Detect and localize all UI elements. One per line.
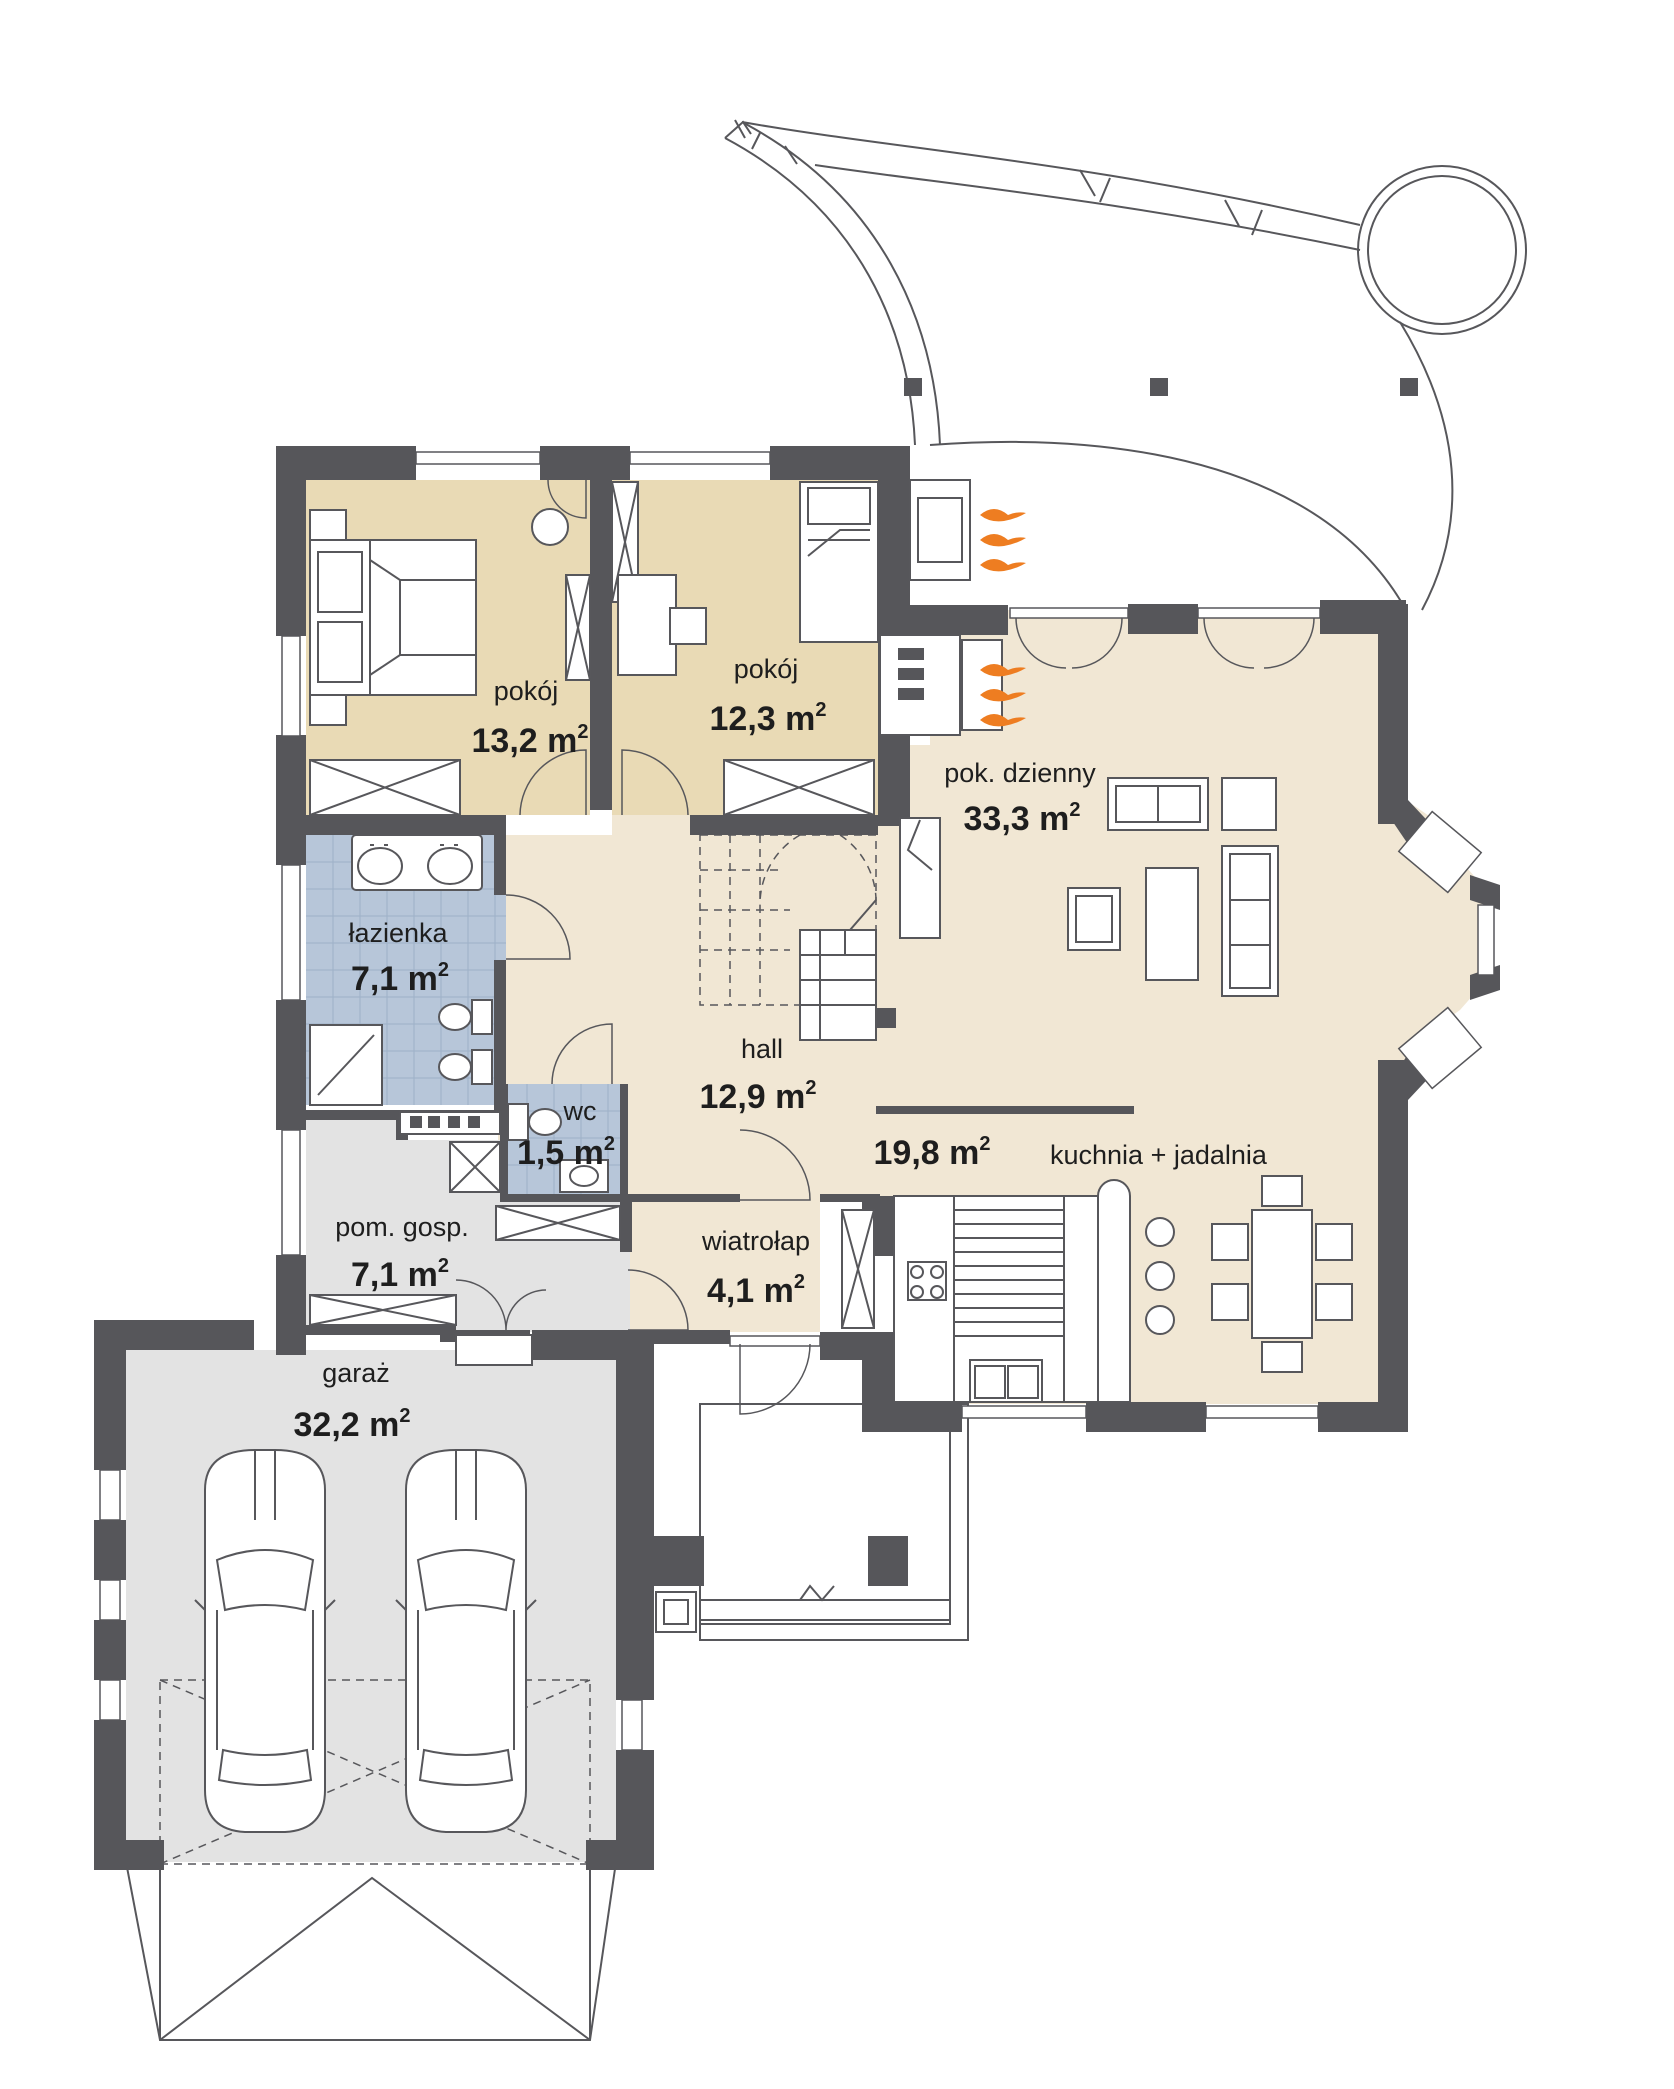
wc-fixtures — [507, 1103, 609, 1193]
doors — [455, 479, 1315, 1415]
room-name-hall: hall — [741, 1034, 783, 1064]
room-area-hall: 12,9 m2 — [700, 1077, 817, 1116]
flame-icon — [980, 509, 1026, 572]
room-name-bedroom2: pokój — [734, 654, 799, 684]
room-name-bedroom1: pokój — [494, 676, 559, 706]
garage-step — [455, 1334, 533, 1366]
hall-divider — [876, 1106, 1134, 1114]
dining-table — [1251, 1209, 1313, 1339]
fireplace-chimney — [909, 479, 971, 581]
room-area-utility: 7,1 m2 — [351, 1255, 449, 1294]
bar-stool — [1145, 1217, 1175, 1247]
bedroom1-furniture — [309, 508, 591, 816]
room-name-wc: wc — [563, 1096, 597, 1126]
toilet — [528, 1108, 562, 1136]
fireplace — [879, 479, 1026, 736]
room-name-kitchen: kuchnia + jadalnia — [1050, 1140, 1268, 1170]
toilet — [471, 999, 493, 1035]
walls — [94, 446, 1500, 1870]
tv-cabinet — [899, 817, 941, 939]
terrace-posts — [904, 378, 1418, 396]
windows — [99, 451, 1495, 1751]
car — [194, 1449, 336, 1833]
living-furniture — [899, 777, 1279, 997]
bedroom2-furniture — [611, 481, 879, 816]
room-area-bathroom: 7,1 m2 — [351, 959, 449, 998]
room-name-bathroom: łazienka — [348, 918, 448, 948]
bidet — [471, 1049, 493, 1085]
garage-cars — [194, 1449, 537, 1833]
room-area-wc: 1,5 m2 — [517, 1133, 615, 1172]
room-area-bedroom1: 13,2 m2 — [472, 721, 589, 760]
room-area-kitchen: 19,8 m2 — [874, 1133, 991, 1172]
room-area-garage: 32,2 m2 — [294, 1405, 411, 1444]
kitchen-furniture — [876, 1106, 1353, 1403]
vestibule-furniture — [841, 1209, 875, 1329]
utility-floor — [306, 1120, 630, 1332]
flame-icon — [980, 664, 1026, 727]
room-area-bedroom2: 12,3 m2 — [710, 699, 827, 738]
car — [395, 1449, 537, 1833]
desk — [617, 574, 677, 676]
room-name-living: pok. dzienny — [944, 758, 1096, 788]
room-name-vestibule: wiatrołap — [701, 1226, 810, 1256]
bathroom-fixtures — [309, 834, 493, 1106]
staircase — [699, 834, 877, 1041]
bar-stool — [1145, 1305, 1175, 1335]
armchair — [1221, 777, 1277, 831]
utility-fixtures — [309, 1111, 621, 1366]
room-name-utility: pom. gosp. — [335, 1212, 469, 1242]
room-name-garage: garaż — [322, 1358, 390, 1388]
terrace — [724, 119, 1527, 611]
corner-sofa — [1221, 845, 1279, 997]
room-labels: pokój 13,2 m2 pokój 12,3 m2 pok. dzienny… — [294, 654, 1268, 1444]
coffee-table — [1145, 867, 1199, 981]
round-table — [531, 508, 569, 546]
bar-stool — [1145, 1261, 1175, 1291]
garage-front-roof — [125, 1861, 617, 2041]
room-area-vestibule: 4,1 m2 — [707, 1271, 805, 1310]
nightstand — [309, 509, 347, 541]
terrace-round-table — [1357, 165, 1527, 335]
kitchen-island — [1063, 1195, 1099, 1403]
entrance-porch — [655, 1403, 969, 1641]
room-area-living: 33,3 m2 — [964, 799, 1081, 838]
